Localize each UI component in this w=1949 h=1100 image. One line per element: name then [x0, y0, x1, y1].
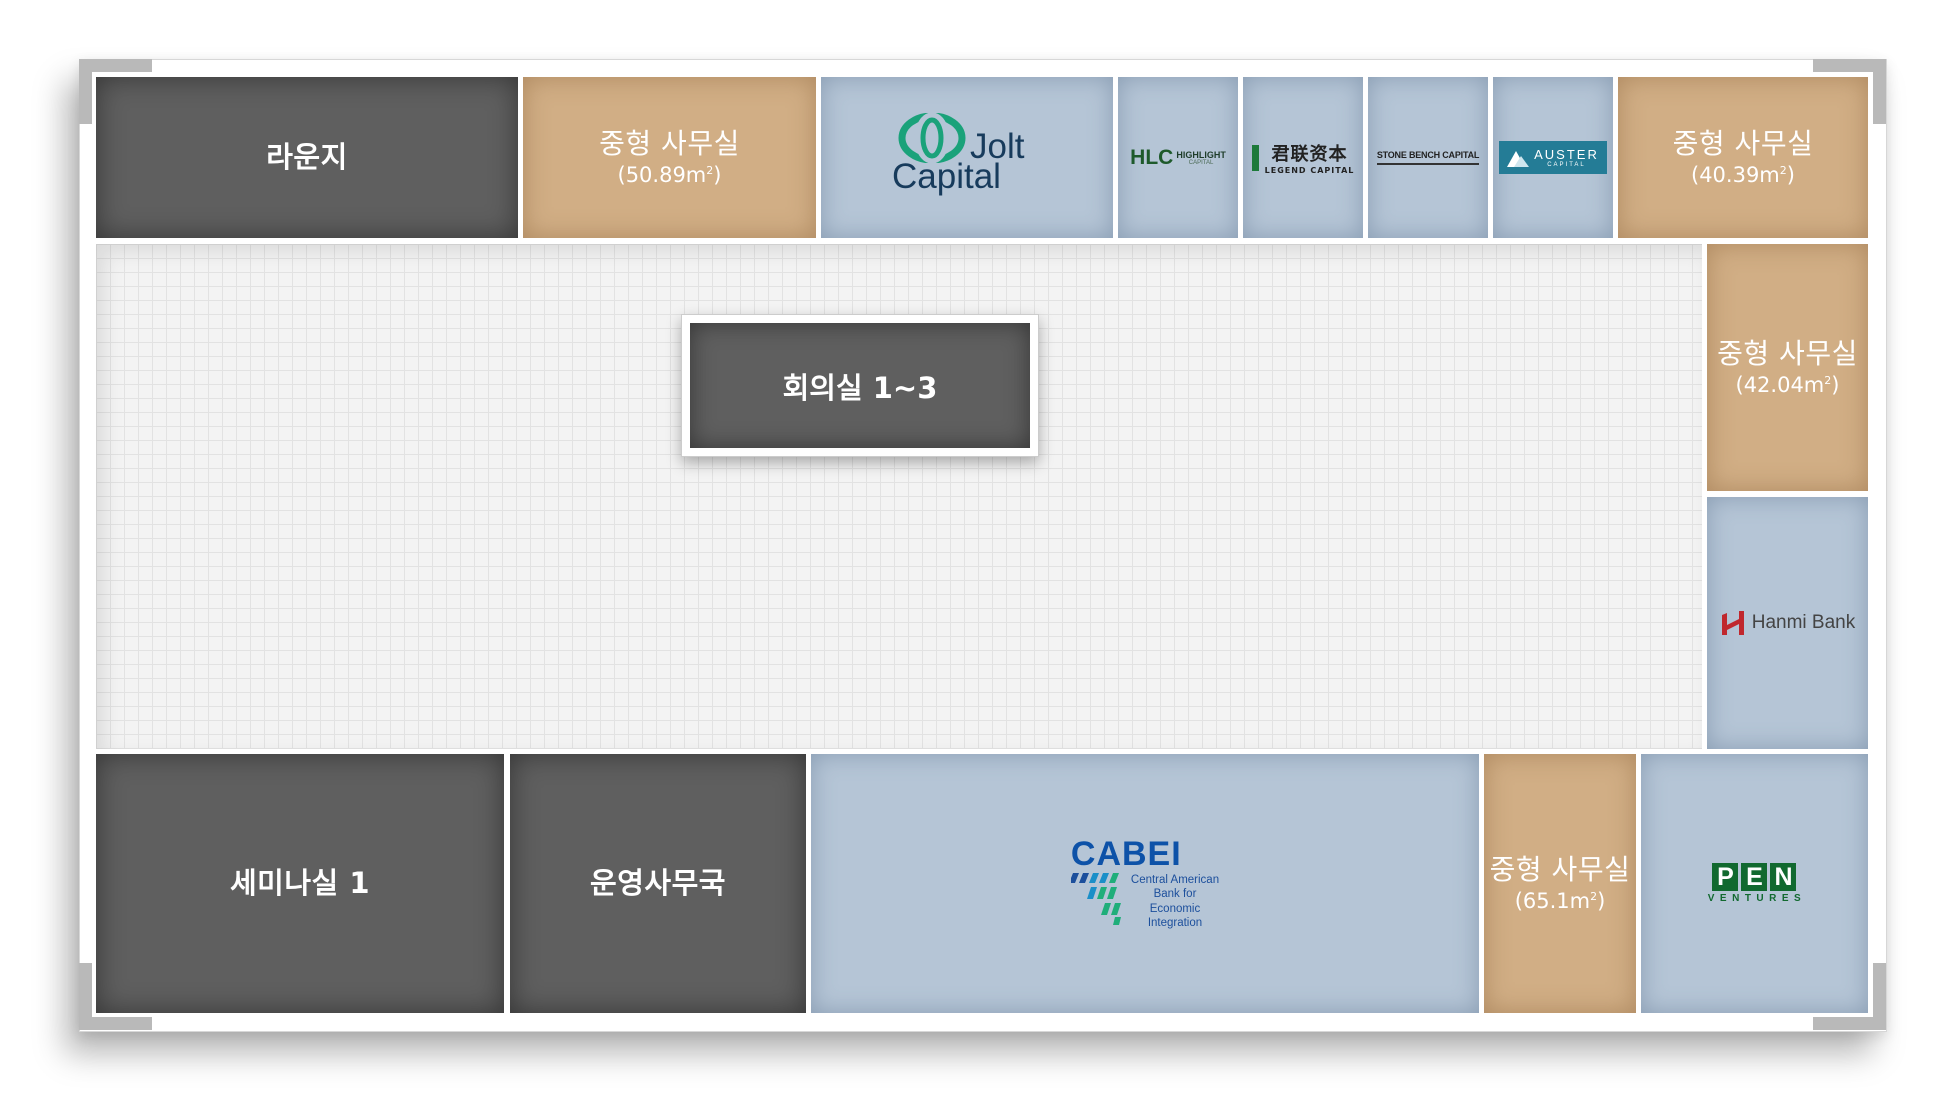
room-meeting-1-3[interactable]: 회의실 1~3	[681, 314, 1039, 457]
room-cabei[interactable]: CABEI Central American Bank for Economic…	[811, 754, 1479, 1013]
hanmi-bank-logo: Hanmi Bank	[1720, 611, 1856, 635]
floor-corner-tl-v	[79, 59, 92, 124]
room-lounge-label: 라운지	[266, 140, 348, 175]
jolt-rings-icon	[898, 112, 966, 163]
floor-corner-bl-v	[79, 963, 92, 1030]
cabei-logo: CABEI Central American Bank for Economic…	[1070, 834, 1220, 931]
hlc-wordmark: HIGHLIGHT CAPITAL	[1176, 149, 1226, 166]
floor-corner-br	[1813, 1017, 1886, 1030]
hanmi-wordmark: Hanmi Bank	[1751, 612, 1856, 633]
room-office-40-area: (40.39m2)	[1691, 163, 1795, 188]
room-seminar-1[interactable]: 세미나실 1	[96, 754, 504, 1013]
auster-wordmark: AUSTER CAPITAL	[1534, 147, 1599, 168]
stone-bench-capital-logo: STONE BENCH CAPITAL	[1376, 150, 1479, 165]
room-office-65-label: 중형 사무실	[1489, 853, 1631, 887]
floor-corner-bl	[79, 1017, 152, 1030]
room-pen-ventures[interactable]: P E N VENTURES	[1641, 754, 1868, 1013]
legend-bar-icon	[1251, 144, 1259, 171]
room-office-65[interactable]: 중형 사무실 (65.1m2)	[1484, 754, 1636, 1013]
room-hanmi-bank[interactable]: Hanmi Bank	[1707, 497, 1868, 749]
cabei-wordmark: Central American Bank for Economic Integ…	[1130, 873, 1220, 929]
floor-corner-tr-v	[1873, 59, 1886, 124]
room-office-42[interactable]: 중형 사무실 (42.04m2)	[1707, 244, 1868, 491]
cabei-stripes-icon	[1070, 872, 1121, 925]
pen-letters: P E N	[1712, 863, 1797, 891]
room-operations-label: 운영사무국	[590, 866, 726, 901]
highlight-capital-logo: HLC HIGHLIGHT CAPITAL	[1130, 146, 1226, 170]
room-auster-capital[interactable]: AUSTER CAPITAL	[1493, 77, 1613, 238]
floor-corner-br-v	[1873, 963, 1886, 1030]
room-highlight-capital[interactable]: HLC HIGHLIGHT CAPITAL	[1118, 77, 1238, 238]
floor-corner-tr	[1813, 59, 1886, 72]
room-meeting-1-3-label: 회의실 1~3	[690, 323, 1030, 448]
room-seminar-1-label: 세미나실 1	[230, 866, 370, 901]
jolt-capital-line2: Capital	[892, 156, 1001, 196]
corridor	[96, 244, 1702, 749]
hanmi-mark-icon	[1721, 611, 1744, 635]
room-legend-capital[interactable]: 君联资本 LEGEND CAPITAL	[1243, 77, 1363, 238]
room-stone-bench-capital[interactable]: STONE BENCH CAPITAL	[1368, 77, 1488, 238]
jolt-capital-logo: Jolt Capital	[892, 112, 1042, 203]
floor-corner-tl	[79, 59, 152, 72]
room-office-50[interactable]: 중형 사무실 (50.89m2)	[523, 77, 816, 238]
mountain-icon	[1507, 150, 1530, 167]
auster-capital-logo: AUSTER CAPITAL	[1499, 141, 1607, 174]
pen-ventures-sub: VENTURES	[1707, 893, 1807, 904]
room-office-40[interactable]: 중형 사무실 (40.39m2)	[1618, 77, 1868, 238]
room-jolt-capital[interactable]: Jolt Capital	[821, 77, 1113, 238]
room-lounge[interactable]: 라운지	[96, 77, 518, 238]
cabei-mark: CABEI	[1070, 834, 1182, 873]
room-office-50-area: (50.89m2)	[617, 163, 722, 188]
room-operations[interactable]: 운영사무국	[510, 754, 806, 1013]
room-office-40-label: 중형 사무실	[1672, 127, 1814, 161]
room-office-42-label: 중형 사무실	[1717, 337, 1858, 371]
jolt-capital-line1: Jolt	[970, 126, 1025, 166]
hlc-mark: HLC	[1130, 145, 1174, 169]
legend-wordmark: 君联资本 LEGEND CAPITAL	[1264, 144, 1355, 175]
legend-capital-logo: 君联资本 LEGEND CAPITAL	[1251, 140, 1355, 175]
room-office-50-label: 중형 사무실	[599, 127, 740, 161]
pen-ventures-logo: P E N VENTURES	[1703, 863, 1807, 905]
room-office-42-area: (42.04m2)	[1735, 373, 1840, 398]
room-office-65-area: (65.1m2)	[1514, 889, 1606, 914]
